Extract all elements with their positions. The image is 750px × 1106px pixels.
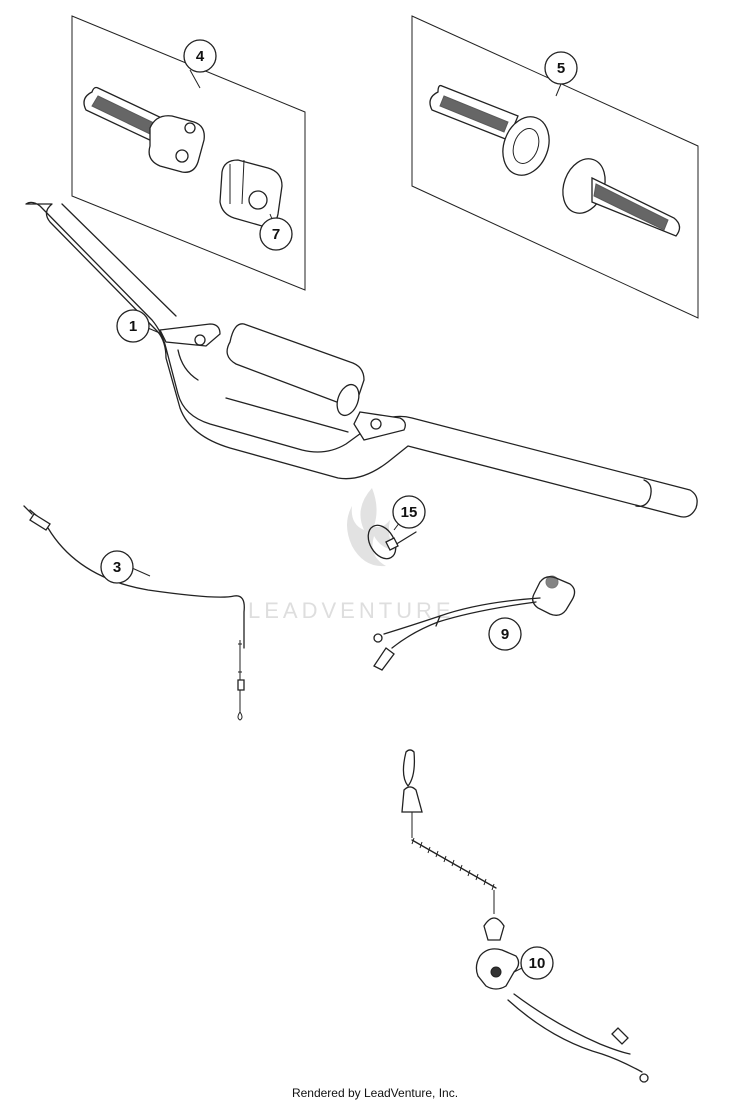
callout-label-1: 1 (129, 318, 137, 335)
callout-7: 7 (259, 217, 293, 251)
kit-panel-4 (71, 15, 306, 291)
callout-label-9: 9 (501, 626, 509, 643)
grip-left (429, 84, 550, 176)
kill-switch (373, 575, 576, 671)
throttle-grip (83, 86, 205, 173)
callout-1: 1 (116, 309, 163, 343)
callout-3: 3 (100, 550, 151, 584)
grip-right (562, 158, 681, 237)
callout-10: 10 (513, 946, 554, 980)
callout-label-7: 7 (272, 226, 280, 243)
callout-5: 5 (544, 51, 578, 85)
handlebar (25, 201, 698, 518)
watermark-text: LEADVENTURE (248, 598, 455, 623)
kit-panel-5 (411, 15, 699, 319)
cable-tie (367, 524, 417, 560)
callout-9: 9 (488, 617, 522, 651)
callout-label-3: 3 (113, 559, 121, 576)
callout-4: 4 (183, 39, 217, 73)
callout-label-4: 4 (196, 48, 205, 65)
footer-credit: Rendered by LeadVenture, Inc. (291, 1086, 459, 1100)
lanyard-switch (401, 749, 649, 1083)
callout-15: 15 (392, 495, 426, 531)
callout-label-5: 5 (557, 60, 565, 77)
throttle-cable (23, 505, 245, 721)
throttle-housing (219, 159, 283, 227)
coil-cord (411, 837, 497, 891)
callout-label-15: 15 (401, 504, 418, 521)
callout-label-10: 10 (529, 955, 546, 972)
